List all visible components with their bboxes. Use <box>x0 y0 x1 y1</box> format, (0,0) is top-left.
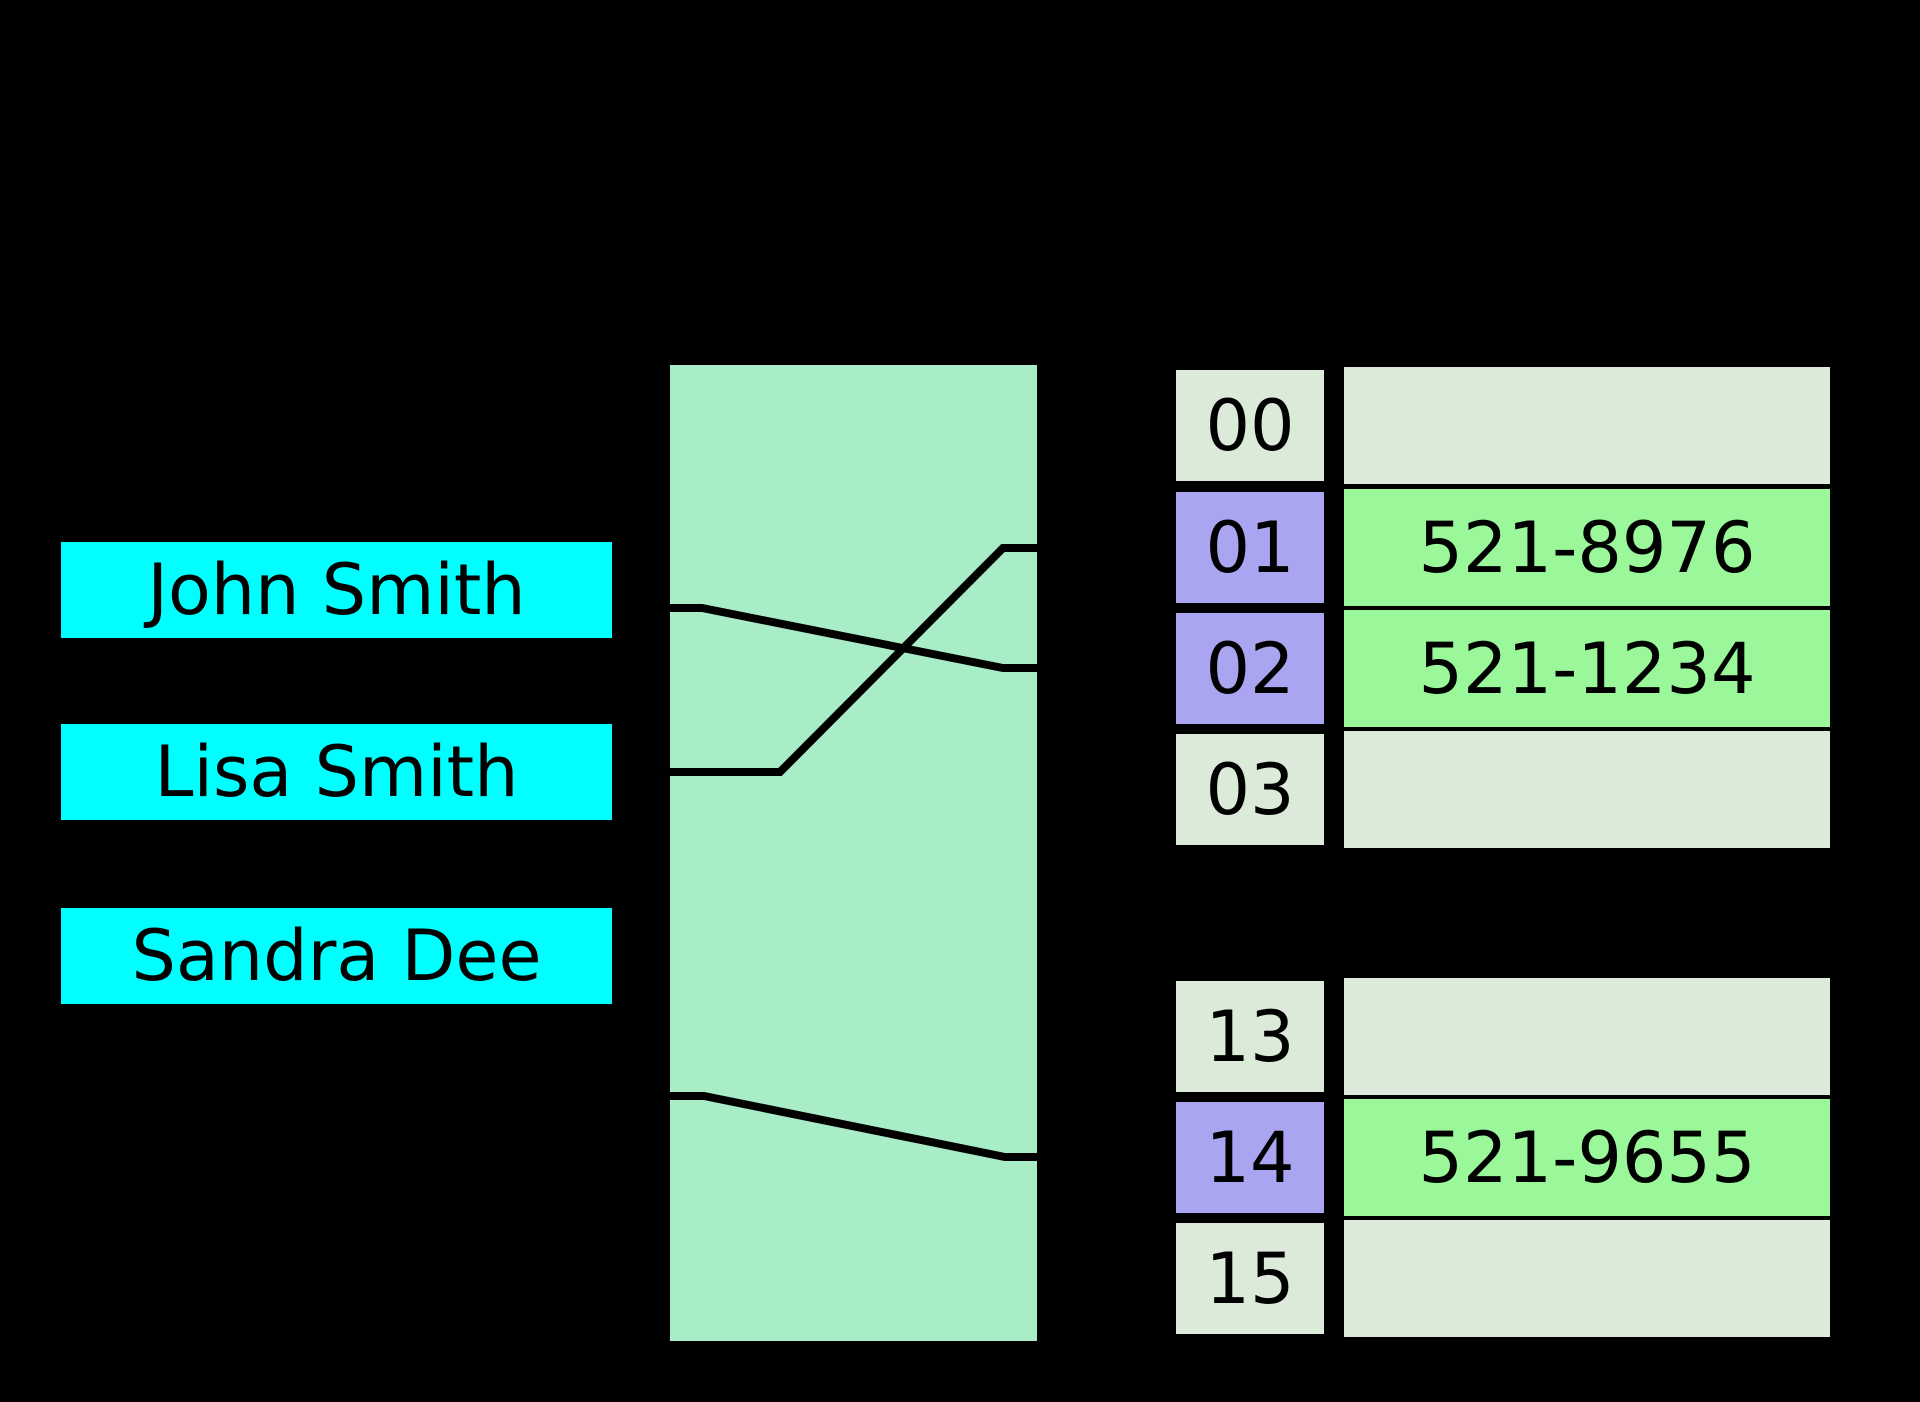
bucket-value-14: 521-9655 <box>1344 1099 1830 1216</box>
bucket-index-00: 00 <box>1176 370 1324 481</box>
key-label: John Smith <box>147 549 526 631</box>
bucket-index-label: 01 <box>1205 506 1295 589</box>
bucket-value-03 <box>1344 731 1830 848</box>
bucket-index-label: 03 <box>1205 748 1295 831</box>
bucket-value-02: 521-1234 <box>1344 610 1830 727</box>
bucket-index-label: 00 <box>1205 384 1295 467</box>
bucket-index-15: 15 <box>1176 1223 1324 1334</box>
bucket-value-13 <box>1344 978 1830 1095</box>
bucket-index-02: 02 <box>1176 613 1324 724</box>
key-box-sandra-dee: Sandra Dee <box>61 908 612 1004</box>
bucket-index-03: 03 <box>1176 734 1324 845</box>
bucket-value-label: 521-8976 <box>1418 506 1756 589</box>
bucket-value-label: 521-9655 <box>1418 1116 1756 1199</box>
bucket-value-label: 521-1234 <box>1418 627 1756 710</box>
hash-function-box <box>670 365 1037 1341</box>
key-box-lisa-smith: Lisa Smith <box>61 724 612 820</box>
key-label: Sandra Dee <box>131 915 542 997</box>
bucket-value-01: 521-8976 <box>1344 489 1830 606</box>
key-label: Lisa Smith <box>154 731 519 813</box>
bucket-index-01: 01 <box>1176 492 1324 603</box>
bucket-index-label: 02 <box>1205 627 1295 710</box>
key-box-john-smith: John Smith <box>61 542 612 638</box>
bucket-index-label: 15 <box>1205 1237 1295 1320</box>
bucket-index-label: 13 <box>1205 995 1295 1078</box>
bucket-value-00 <box>1344 367 1830 484</box>
bucket-index-14: 14 <box>1176 1102 1324 1213</box>
bucket-index-13: 13 <box>1176 981 1324 1092</box>
bucket-value-15 <box>1344 1220 1830 1337</box>
bucket-index-label: 14 <box>1205 1116 1295 1199</box>
